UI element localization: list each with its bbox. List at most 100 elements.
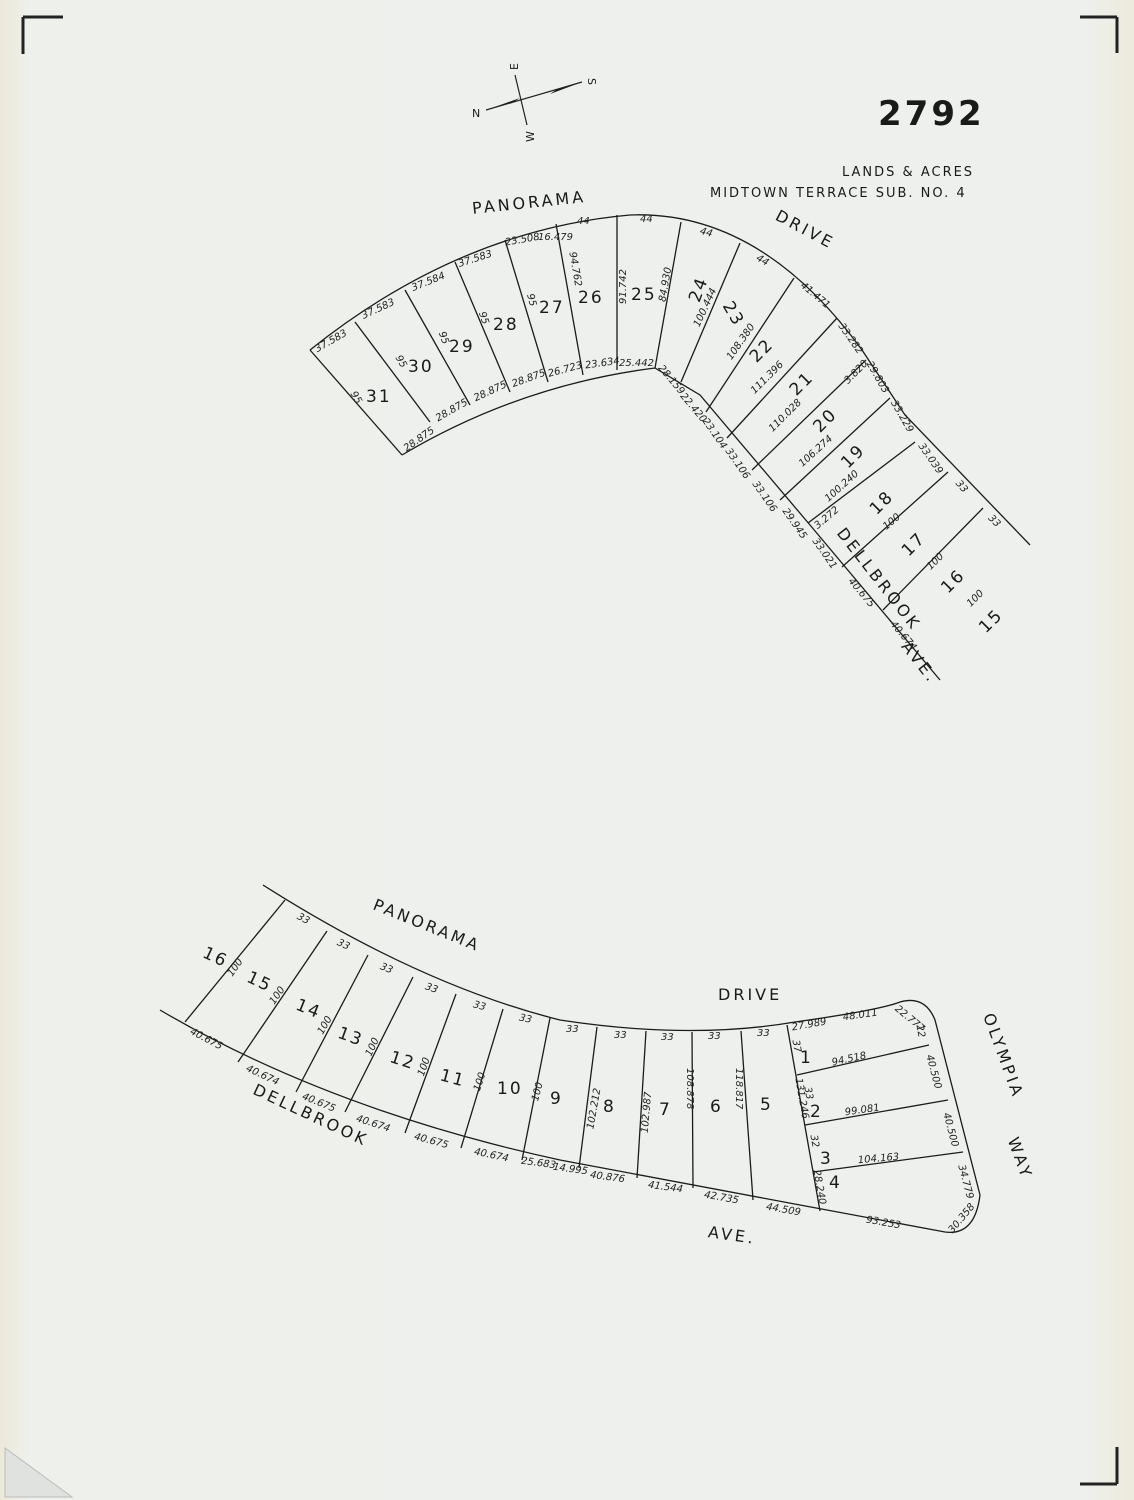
lot-line (454, 261, 511, 393)
dimension: 44 (640, 214, 653, 225)
corner-mark-bottom-right (1080, 1447, 1119, 1486)
dimension: 23.508 (504, 232, 540, 249)
lot-number: 10 (497, 1079, 523, 1099)
lower-block: 16 15 14 13 12 11 10 9 8 7 6 5 1 2 3 4 3… (159, 884, 1037, 1248)
lot-number: 15 (975, 605, 1007, 637)
dimension: 33 (295, 911, 311, 927)
lot-line (521, 1017, 551, 1161)
dimension: 33 (708, 1031, 721, 1042)
dimension: 84.930 (657, 266, 674, 302)
dimension: 95 (348, 390, 364, 407)
street-label-dellbrook: DELLBROOK (250, 1080, 371, 1150)
dimension: 108.878 (684, 1068, 695, 1109)
dimension: 93.253 (865, 1215, 901, 1232)
lot-line (680, 242, 741, 383)
lot-line (807, 441, 916, 524)
upper-block: 31 30 29 28 27 26 25 24 23 22 21 20 19 1… (309, 187, 1031, 687)
dimension: 33.282 (836, 321, 865, 356)
lot-number: 23 (718, 298, 748, 330)
lot-line (354, 321, 431, 423)
dimension: 99.081 (844, 1103, 880, 1119)
corner-mark-top-left (21, 15, 63, 54)
street-label-olympia: OLYMPIA (979, 1011, 1027, 1101)
compass-w-label: W (524, 131, 537, 142)
street-label-ave: AVE. (898, 637, 943, 687)
dimension: 40.674 (473, 1147, 510, 1165)
lot-number: 14 (293, 995, 324, 1023)
corner-mark-top-right (1080, 15, 1119, 53)
upper-lot-line (309, 349, 403, 456)
street-label-panorama: PANORAMA (371, 895, 484, 955)
dimension: 16.479 (538, 232, 573, 243)
dimension: 25.442 (619, 358, 654, 369)
lot-line (654, 221, 682, 369)
lot-line (705, 277, 795, 413)
lot-line (237, 930, 328, 1063)
street-label-drive: DRIVE (718, 985, 782, 1004)
dimension: 23.104 (700, 416, 729, 451)
dimension: 41.544 (647, 1180, 683, 1196)
dimension: 33 (423, 981, 439, 996)
lower-dellbrook-line (159, 1009, 981, 1233)
dimension: 27.989 (791, 1017, 827, 1034)
lot-number: 2 (810, 1102, 823, 1122)
dimension: 32 (808, 1134, 821, 1148)
lot-number: 3 (820, 1149, 833, 1169)
dimension: 34.779 (955, 1164, 975, 1201)
compass-e-label: E (508, 63, 521, 70)
dimension: 37.584 (410, 271, 447, 294)
lot-line (404, 289, 471, 406)
dimension: 40.876 (589, 1170, 625, 1186)
lot-line (804, 1099, 949, 1126)
upper-panorama-frontage (309, 214, 1031, 546)
lower-panorama-frontage (262, 884, 981, 1196)
lot-line (404, 993, 457, 1134)
dimension: 95 (524, 293, 538, 308)
dimension: 33 (335, 937, 351, 952)
lot-number: 5 (760, 1095, 773, 1115)
lot-number: 21 (786, 368, 818, 400)
dimension: 110.028 (767, 397, 804, 434)
dimension: 37 (790, 1039, 803, 1054)
lot-line (295, 954, 369, 1093)
lot-number: 27 (539, 298, 565, 318)
lot-line (779, 397, 891, 501)
subdivision-name: MIDTOWN TERRACE SUB. NO. 4 (710, 186, 967, 201)
dimension: 40.675 (188, 1026, 224, 1052)
dimension: 33 (661, 1032, 674, 1043)
dimension: 22 (914, 1024, 927, 1038)
dimension: 104.163 (857, 1152, 899, 1167)
lot-number: 9 (550, 1089, 563, 1109)
dimension: 28.240 (811, 1169, 828, 1205)
dimension: 102.987 (640, 1091, 655, 1134)
dimension: 100 (364, 1036, 382, 1058)
dimension: 44 (577, 216, 590, 227)
dimension: 41.471 (798, 280, 832, 311)
street-label-ave: AVE. (707, 1222, 757, 1248)
dimension: 33 (986, 513, 1003, 530)
dimension: 111.396 (749, 359, 786, 396)
lot-number: 19 (837, 440, 869, 472)
lot-line (184, 899, 286, 1023)
north-arrow-compass: N S E W (472, 63, 598, 142)
dimension: 100 (925, 551, 946, 572)
lot-number: 1 (800, 1048, 813, 1068)
dimension: 28.875 (434, 397, 470, 424)
lot-line (344, 976, 414, 1113)
dimension: 33 (566, 1024, 579, 1035)
dimension: 48.011 (842, 1008, 878, 1024)
dimension: 40.500 (940, 1112, 960, 1149)
lot-number: 17 (898, 528, 930, 560)
title-block: 2792 LANDS & ACRES MIDTOWN TERRACE SUB. … (710, 94, 982, 201)
lot-number: 4 (829, 1173, 842, 1193)
dimension: 29.945 (780, 506, 809, 541)
dimension: 33 (757, 1028, 770, 1039)
lot-number: 16 (199, 943, 231, 972)
folded-corner (4, 1447, 74, 1498)
lot-line (726, 317, 838, 439)
dimension: 28.875 (402, 425, 437, 454)
dimension: 100 (416, 1056, 433, 1078)
dimension: 33 (518, 1013, 533, 1026)
lot-line (578, 1026, 598, 1169)
